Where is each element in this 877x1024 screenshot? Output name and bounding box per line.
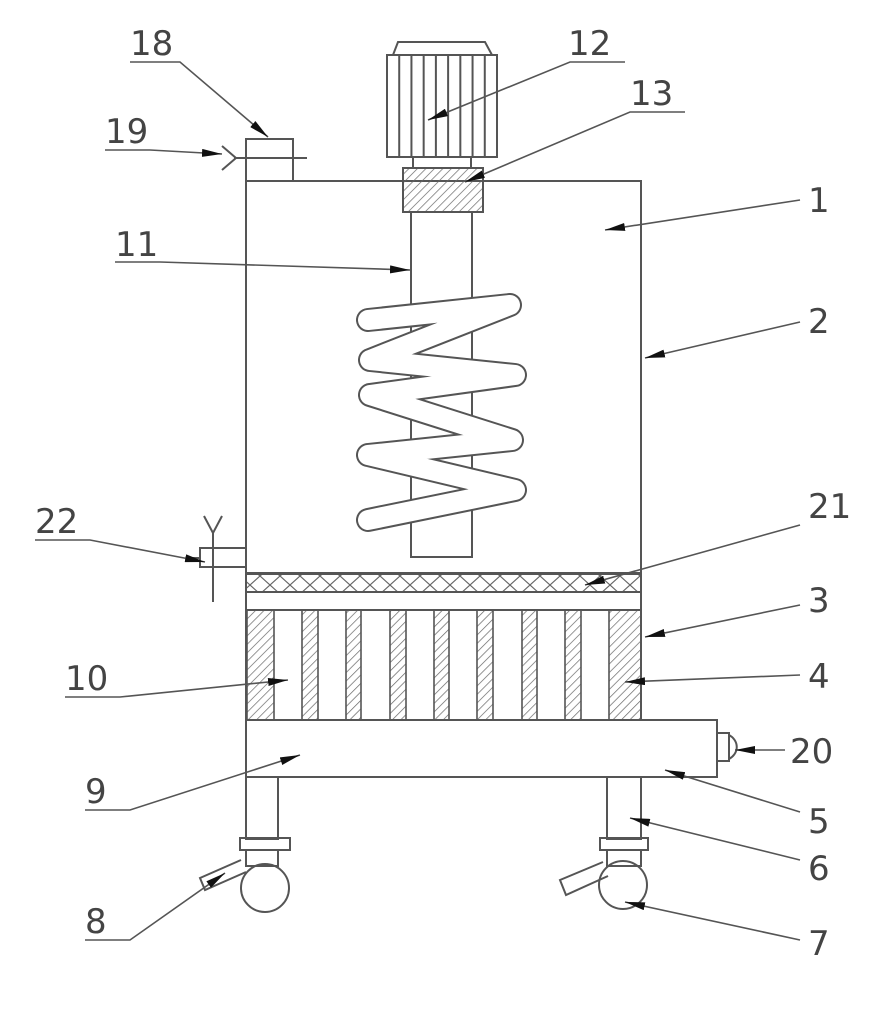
leader-lines (35, 61, 801, 941)
label-12: 12 (568, 24, 611, 64)
heating-column (389, 609, 407, 721)
label-13: 13 (630, 74, 673, 114)
label-20: 20 (790, 732, 833, 772)
label-9: 9 (85, 772, 107, 812)
heating-column (564, 609, 582, 721)
label-6: 6 (808, 849, 830, 889)
heating-column (301, 609, 319, 721)
label-21: 21 (808, 487, 851, 527)
label-1: 1 (808, 181, 830, 221)
label-11: 11 (115, 225, 158, 265)
heating-column (433, 609, 450, 721)
spiral-blade (356, 293, 527, 532)
coupling (402, 167, 484, 213)
label-2: 2 (808, 302, 830, 342)
plate (245, 591, 642, 611)
heating-column (476, 609, 494, 721)
label-19: 19 (105, 112, 148, 152)
label-7: 7 (808, 924, 830, 964)
label-18: 18 (130, 24, 173, 64)
label-8: 8 (85, 902, 107, 942)
label-4: 4 (808, 657, 830, 697)
filter-screen (245, 573, 642, 593)
motor (386, 41, 498, 168)
label-3: 3 (808, 581, 830, 621)
feed-port (221, 138, 307, 182)
heating-column (521, 609, 538, 721)
heating-column (608, 609, 642, 721)
label-22: 22 (35, 502, 78, 542)
heating-columns (246, 609, 642, 721)
button (716, 732, 738, 762)
heating-column (246, 609, 275, 721)
label-5: 5 (808, 802, 830, 842)
discharge-valve (188, 515, 246, 602)
heating-column (345, 609, 362, 721)
label-10: 10 (65, 659, 108, 699)
right-leg (558, 776, 649, 910)
left-leg (198, 776, 291, 913)
collection-base (245, 719, 718, 778)
